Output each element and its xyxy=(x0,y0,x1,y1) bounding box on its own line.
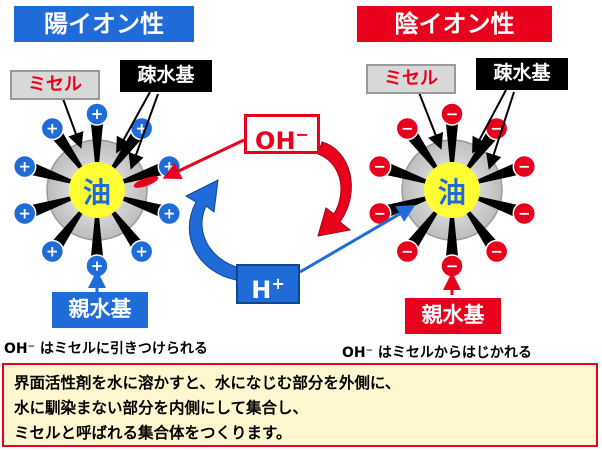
right-micelle-head xyxy=(395,116,420,141)
left-micelle-charge-sign: + xyxy=(46,242,59,260)
left-micelle: 油 ++++++++++ xyxy=(12,102,182,278)
left-micelle-charge-sign: + xyxy=(18,158,31,176)
right-micelle-tail xyxy=(476,196,517,217)
right-oil-text: 油 xyxy=(438,176,466,209)
right-micelle-tail xyxy=(408,209,439,247)
right-micelle-charge-sign: − xyxy=(401,242,414,260)
left-micelle-tail xyxy=(121,196,162,217)
right-tail-pointer-2 xyxy=(486,91,515,170)
left-micelle-head xyxy=(157,201,182,226)
left-micelle-tail xyxy=(110,209,141,247)
blue-curved-arrow xyxy=(184,179,241,281)
oh-ion-text: OH xyxy=(255,127,296,155)
right-micelle-charge-sign: − xyxy=(401,120,414,138)
explanation-line-1: 界面活性剤を水に溶かすと、水になじむ部分を外側に、 xyxy=(14,374,401,392)
oh-ion-dash xyxy=(133,176,159,188)
right-micelle-head xyxy=(395,239,420,264)
right-micelle-label: ミセル xyxy=(366,64,456,94)
left-micelle-charge-sign: + xyxy=(91,105,104,123)
right-micelle-tail xyxy=(446,216,458,256)
left-micelle-charge-sign: + xyxy=(135,242,148,260)
right-micelle-charge-sign: − xyxy=(490,242,503,260)
right-micelle-charge-sign: − xyxy=(446,105,459,123)
left-micelle-head xyxy=(12,201,37,226)
right-micelle-tail xyxy=(408,133,439,171)
right-micelle-tail xyxy=(476,163,517,184)
right-micelle-head xyxy=(484,239,509,264)
left-tail-pointer-1 xyxy=(116,91,151,154)
h-ion-box: H+ xyxy=(236,264,300,304)
h-plus-arrow xyxy=(299,204,416,274)
left-micelle-pointer xyxy=(61,95,84,149)
right-micelle-head xyxy=(512,154,537,179)
oh-ion-box: OH− xyxy=(244,114,320,155)
left-micelle-tail xyxy=(53,209,84,247)
left-micelle-tail xyxy=(32,163,73,184)
caption-right: OH⁻ はミセルからはじかれる xyxy=(342,345,532,361)
right-micelle-tail xyxy=(387,163,428,184)
left-micelle-charge-sign: + xyxy=(163,204,176,222)
right-micelle-tail xyxy=(465,209,496,247)
right-hydrophobic-label: 疎水基 xyxy=(476,58,568,90)
left-micelle-head xyxy=(129,239,154,264)
left-micelle-tail xyxy=(91,216,103,256)
left-micelle-label: ミセル xyxy=(10,70,100,100)
caption-left: OH⁻ はミセルに引きつけられる xyxy=(4,341,208,357)
left-micelle-head xyxy=(40,116,65,141)
left-micelle-tail xyxy=(32,196,73,217)
explanation-line-2: 水に馴染まない部分を内側にして集合し、 xyxy=(14,399,309,417)
left-micelle-charge-sign: + xyxy=(18,204,31,222)
left-micelle-charge-sign: + xyxy=(46,120,59,138)
oh-ion-sup: − xyxy=(295,125,309,144)
right-micelle-charge-sign: − xyxy=(446,257,459,275)
left-micelle-tail xyxy=(53,133,84,171)
left-micelle-tail xyxy=(121,163,162,184)
right-micelle-charge-sign: − xyxy=(373,204,386,222)
right-oil-core xyxy=(424,162,480,218)
left-micelle-tail xyxy=(91,124,103,164)
right-micelle-pointer xyxy=(417,89,444,150)
oh-attract-arrow xyxy=(162,138,245,179)
right-title: 陰イオン性 xyxy=(357,6,552,42)
right-hydrophilic-label: 親水基 xyxy=(405,298,501,334)
left-tail-pointer-2 xyxy=(128,93,159,170)
left-hydrophobic-tails xyxy=(32,124,162,256)
h-ion-text: H xyxy=(251,276,272,304)
left-micelle-head xyxy=(85,102,109,126)
right-micelle: 油 −−−−−−−−−− xyxy=(367,102,537,278)
h-ion-sup: + xyxy=(271,274,285,293)
explanation-line-3: ミセルと呼ばれる集合体をつくります。 xyxy=(14,424,292,442)
right-tail-pointer-1 xyxy=(472,89,507,154)
left-oil-core xyxy=(69,162,125,218)
left-title: 陽イオン性 xyxy=(14,6,194,42)
right-micelle-charge-sign: − xyxy=(518,204,531,222)
left-micelle-head xyxy=(40,239,65,264)
explanation-box: 界面活性剤を水に溶かすと、水になじむ部分を外側に、 水に馴染まない部分を内側にし… xyxy=(2,363,598,447)
left-hydrophobic-label: 疎水基 xyxy=(120,60,212,92)
right-micelle-head xyxy=(440,102,464,126)
right-micelle-charge-sign: − xyxy=(518,158,531,176)
right-micelle-charge-sign: − xyxy=(373,158,386,176)
right-micelle-head xyxy=(512,201,537,226)
right-hydrophobic-tails xyxy=(387,124,517,256)
left-oil-text: 油 xyxy=(83,176,111,209)
left-micelle-head xyxy=(12,154,37,179)
right-micelle-head xyxy=(367,154,392,179)
left-micelle-charge-sign: + xyxy=(91,257,104,275)
red-curved-arrow xyxy=(317,141,352,237)
right-micelle-tail xyxy=(446,124,458,164)
left-hydrophilic-label: 親水基 xyxy=(52,292,148,328)
